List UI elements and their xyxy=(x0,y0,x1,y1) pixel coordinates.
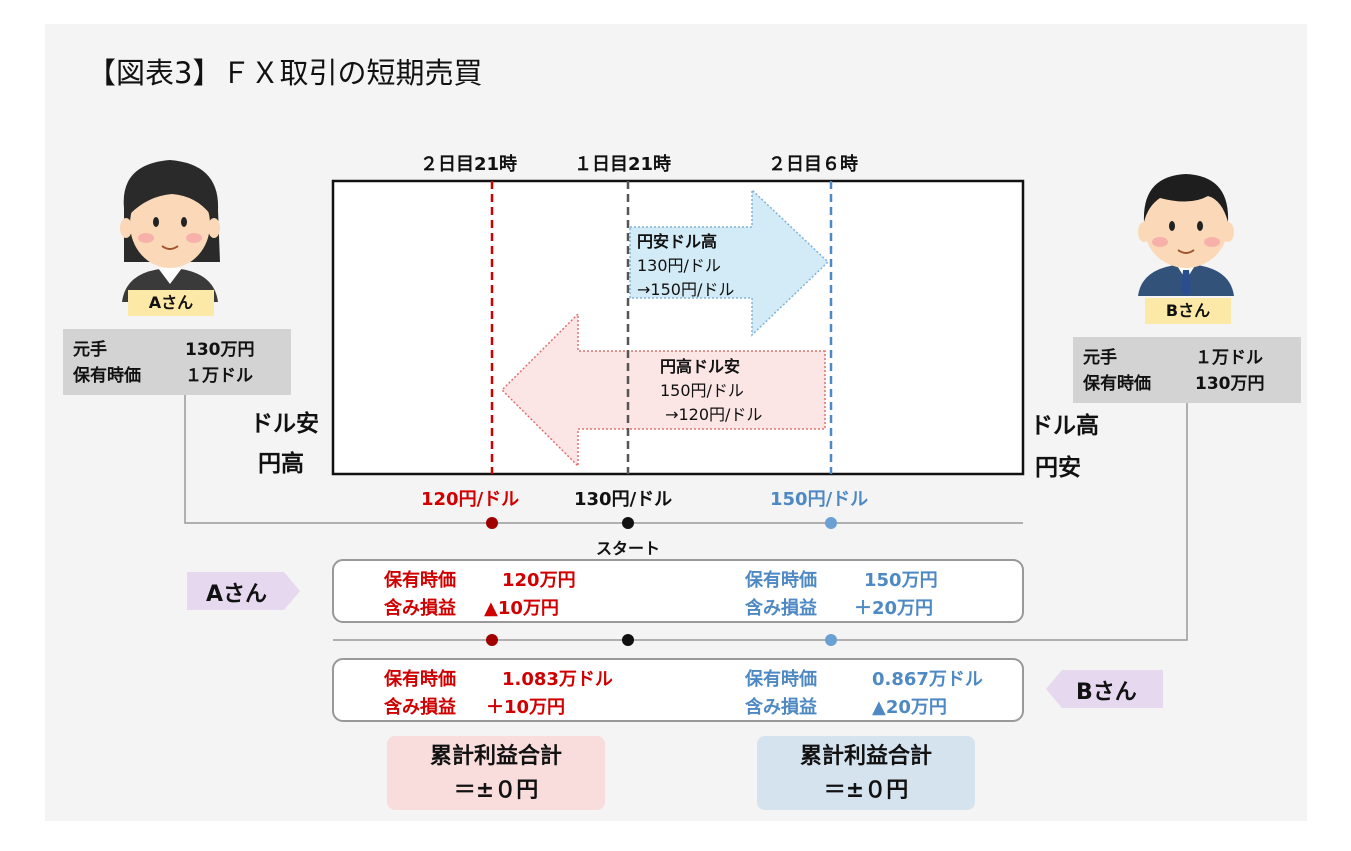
b-principal-label: 元手 xyxy=(1083,348,1117,368)
b-timeline-connector xyxy=(333,403,1188,641)
row-a-left-pl-value: ▲10万円 xyxy=(484,598,559,619)
row-a-left-holding-value: 120万円 xyxy=(502,570,576,591)
b-principal-value: １万ドル xyxy=(1195,348,1263,368)
dot-b-center xyxy=(622,634,634,646)
summary-right-line1: 累計利益合計 xyxy=(799,744,932,769)
person-b-name-tag: Bさん xyxy=(1145,298,1231,324)
summary-left-line1: 累計利益合計 xyxy=(429,744,562,769)
row-a-left-holding-label: 保有時価 xyxy=(384,570,456,591)
dot-a-center xyxy=(622,517,634,529)
yen-strong-arrow xyxy=(500,312,826,468)
side-right-line2: 円安 xyxy=(1035,455,1081,481)
row-b-left-holding-value: 1.083万ドル xyxy=(502,669,613,690)
row-b-box xyxy=(332,658,1024,722)
price-right: 150円/ドル xyxy=(770,489,869,510)
person-a-info-box: 元手 130万円 保有時価 １万ドル xyxy=(63,329,291,395)
yen-weak-arrow xyxy=(629,188,830,337)
dot-b-left xyxy=(486,634,498,646)
row-a-left-pl-label: 含み損益 xyxy=(384,598,456,619)
summary-left-line2: ＝±０円 xyxy=(453,778,539,803)
row-b-left-holding-label: 保有時価 xyxy=(384,669,456,690)
row-b-label: Bさん xyxy=(1076,680,1137,705)
dot-a-right xyxy=(825,517,837,529)
summary-right-line2: ＝±０円 xyxy=(823,778,909,803)
start-label: スタート xyxy=(596,539,661,558)
summary-left-box: 累計利益合計 ＝±０円 xyxy=(387,736,605,810)
row-b-left-pl-value: ＋10万円 xyxy=(486,697,566,718)
a-principal-value: 130万円 xyxy=(185,340,255,360)
row-b-left-pl-label: 含み損益 xyxy=(384,697,456,718)
time-label-center: １日目21時 xyxy=(574,154,672,175)
price-left: 120円/ドル xyxy=(421,489,520,510)
chart-frame xyxy=(331,179,1025,476)
arrow-down-title: 円高ドル安 xyxy=(660,357,741,376)
row-a-right-holding-value: 150万円 xyxy=(864,570,938,591)
arrow-up-title: 円安ドル高 xyxy=(637,232,718,251)
arrow-down-line1: 150円/ドル xyxy=(660,381,744,400)
row-a-right-pl-label: 含み損益 xyxy=(745,598,817,619)
person-a-illustration xyxy=(120,160,220,302)
row-a-pill-shape xyxy=(187,572,300,610)
row-a-right-holding-label: 保有時価 xyxy=(745,570,817,591)
b-holding-value: 130万円 xyxy=(1195,374,1265,394)
time-label-right: ２日目６時 xyxy=(768,154,858,175)
b-holding-label: 保有時価 xyxy=(1083,374,1151,394)
person-b-info-box: 元手 １万ドル 保有時価 130万円 xyxy=(1073,337,1301,403)
figure-title: 【図表3】ＦＸ取引の短期売買 xyxy=(87,56,483,90)
side-right-line1: ドル高 xyxy=(1030,413,1099,439)
row-b-right-pl-value: ▲20万円 xyxy=(872,697,947,718)
arrow-up-line1: 130円/ドル xyxy=(637,256,721,275)
a-holding-label: 保有時価 xyxy=(73,366,141,386)
row-b-right-holding-value: 0.867万ドル xyxy=(872,669,983,690)
row-a-right-pl-value: ＋20万円 xyxy=(854,598,934,619)
person-a-name-tag: Aさん xyxy=(128,290,214,316)
arrow-down-line2: →120円/ドル xyxy=(660,405,763,424)
arrow-up-line2: →150円/ドル xyxy=(637,280,735,299)
side-left-line2: 円高 xyxy=(258,451,304,477)
a-timeline-connector xyxy=(184,395,1023,524)
dot-a-left xyxy=(486,517,498,529)
price-center: 130円/ドル xyxy=(574,489,673,510)
a-holding-value: １万ドル xyxy=(185,366,253,386)
row-b-pill-shape xyxy=(1046,670,1163,708)
dot-b-right xyxy=(825,634,837,646)
row-a-label: Aさん xyxy=(206,582,268,607)
summary-right-box: 累計利益合計 ＝±０円 xyxy=(757,736,975,810)
time-label-left: ２日目21時 xyxy=(420,154,518,175)
row-b-right-pl-label: 含み損益 xyxy=(745,697,817,718)
a-principal-label: 元手 xyxy=(73,340,107,360)
row-a-box xyxy=(332,559,1024,623)
side-left-line1: ドル安 xyxy=(250,411,319,437)
arrow-down-text: 円高ドル安 150円/ドル →120円/ドル xyxy=(660,355,762,427)
person-b-illustration xyxy=(1138,174,1234,296)
arrow-up-text: 円安ドル高 130円/ドル →150円/ドル xyxy=(637,230,734,302)
row-b-right-holding-label: 保有時価 xyxy=(745,669,817,690)
